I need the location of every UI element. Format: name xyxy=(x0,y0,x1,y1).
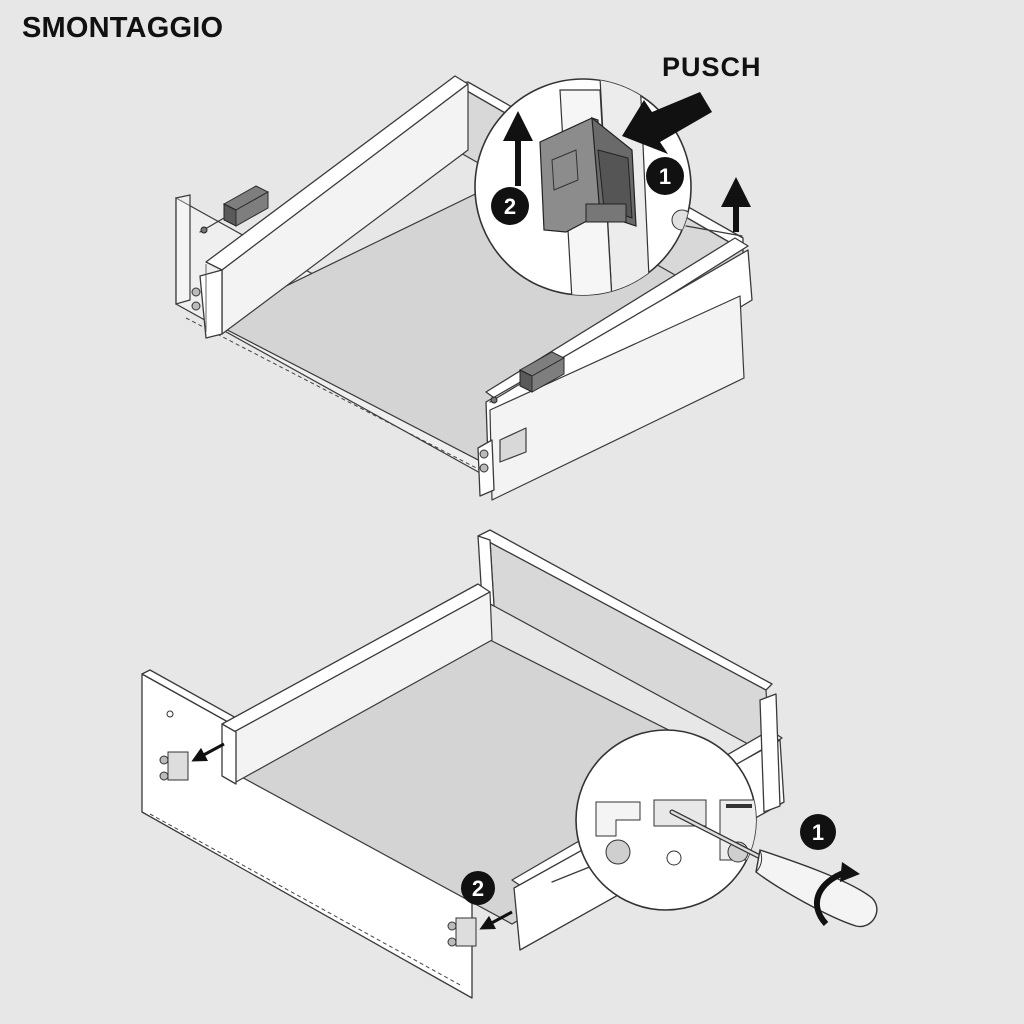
bottom-right-front-bracket xyxy=(447,917,477,947)
pull-arrow-icon xyxy=(191,742,513,930)
top-step-badge-2: 2 xyxy=(491,187,529,225)
svg-text:1: 1 xyxy=(812,820,824,845)
svg-text:2: 2 xyxy=(504,194,516,219)
top-left-fixing-studs xyxy=(191,287,201,311)
top-right-damper xyxy=(489,351,566,404)
bottom-zoom-leader xyxy=(551,865,593,883)
bottom-zoom-callout: 1 xyxy=(575,729,878,928)
bottom-step-badge-1: 1 xyxy=(800,814,836,850)
bottom-back-panel xyxy=(477,529,773,757)
top-zoom-callout: 1 2 PUSCH xyxy=(474,52,762,296)
bottom-left-front-bracket xyxy=(159,751,189,781)
page-title: SMONTAGGIO xyxy=(22,12,224,44)
top-right-fixing-studs xyxy=(479,449,489,473)
screwdriver-icon xyxy=(669,809,878,928)
push-label: PUSCH xyxy=(662,52,762,82)
top-step-badge-1: 1 xyxy=(646,157,684,195)
top-left-damper xyxy=(199,185,270,234)
bottom-drawer-figure: 2 xyxy=(141,529,785,999)
bottom-step-badge-2: 2 xyxy=(461,871,495,905)
svg-text:1: 1 xyxy=(659,164,671,189)
rotate-arrow-icon xyxy=(813,862,860,927)
bottom-left-side-rail xyxy=(221,583,493,785)
top-left-side-rail xyxy=(199,75,469,339)
zoom-leader-line xyxy=(685,225,743,237)
push-arrow-icon xyxy=(622,92,712,154)
svg-text:2: 2 xyxy=(472,876,484,901)
